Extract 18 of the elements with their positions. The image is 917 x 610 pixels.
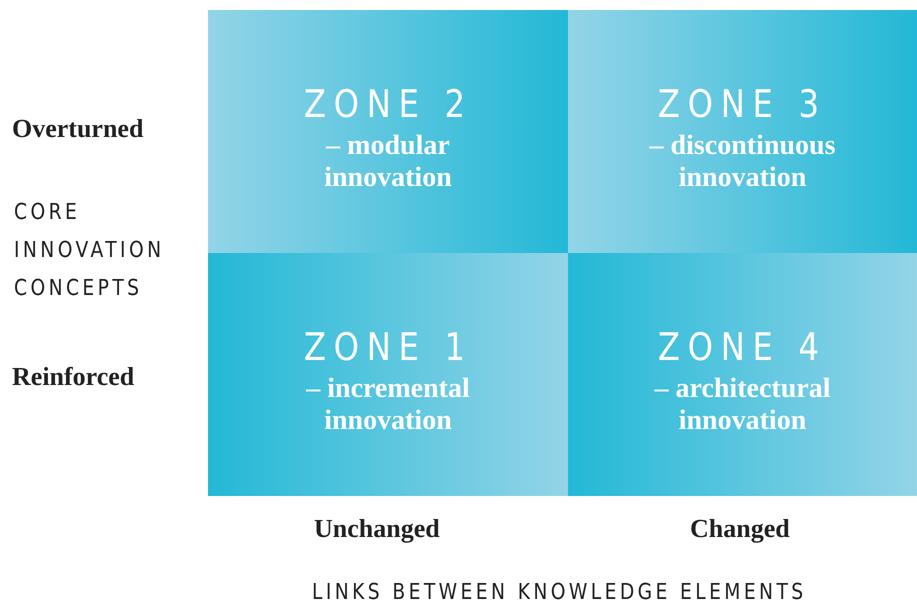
zone-description: – incremental innovation <box>305 373 471 437</box>
zone-box <box>568 10 917 253</box>
axis-label: Overturned <box>12 114 144 144</box>
zone-box <box>208 253 568 496</box>
axis-label: Unchanged <box>314 514 440 544</box>
zone-description: – architectural innovation <box>653 373 832 437</box>
zone-title: ZONE 3 <box>658 82 827 126</box>
zone-box <box>208 10 568 253</box>
axis-title: CORE INNOVATION CONCEPTS <box>14 199 166 303</box>
zone-title: ZONE 1 <box>304 325 472 369</box>
zone-box <box>568 253 917 496</box>
zone-description: – discontinuous innovation <box>648 130 836 194</box>
zone-title: ZONE 2 <box>304 82 472 126</box>
axis-label: Reinforced <box>12 362 134 392</box>
axis-label: Changed <box>690 514 790 544</box>
zone-description: – modular innovation <box>323 130 453 194</box>
axis-title: LINKS BETWEEN KNOWLEDGE ELEMENTS <box>312 579 808 607</box>
zone-title: ZONE 4 <box>658 325 827 369</box>
